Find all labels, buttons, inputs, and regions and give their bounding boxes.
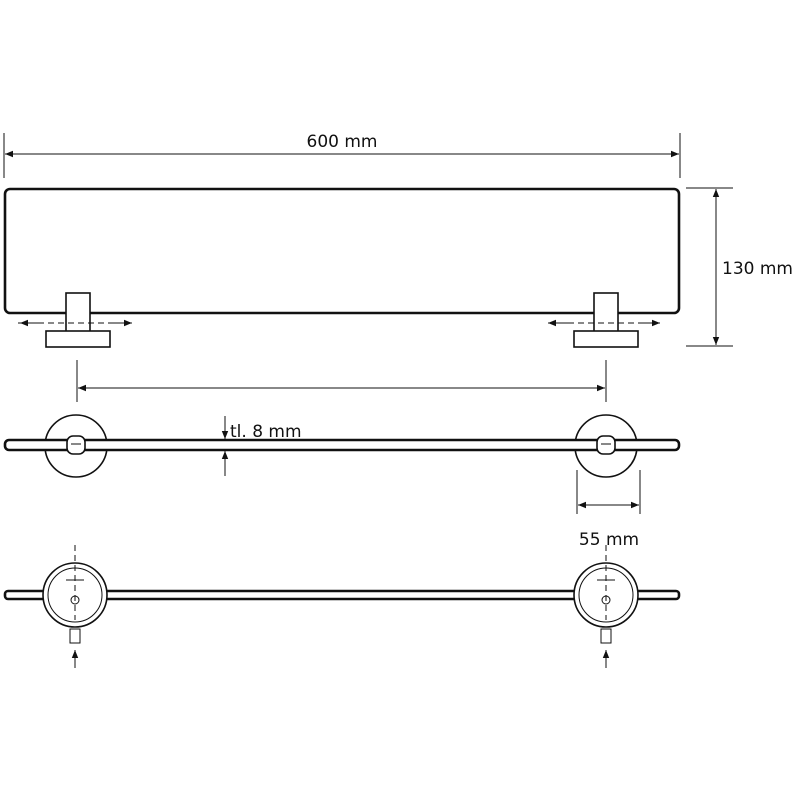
bracket-left-clamp bbox=[66, 435, 86, 455]
bottom-view bbox=[3, 545, 681, 668]
bracket-right-clamp bbox=[596, 435, 616, 455]
glass-shelf-panel bbox=[3, 187, 681, 315]
bracket-label: 55 mm bbox=[579, 530, 639, 550]
mount-left-screw-hole bbox=[70, 595, 80, 605]
glass-shelf-edge bbox=[3, 438, 681, 452]
top-view bbox=[3, 414, 681, 478]
mount-left-dowel bbox=[69, 628, 81, 644]
width-dimension: 600 mm bbox=[3, 132, 681, 178]
bracket-diameter-dimension: 55 mm bbox=[576, 470, 641, 550]
bracket-right-post bbox=[593, 292, 619, 333]
mount-right bbox=[573, 545, 639, 668]
mount-right-dowel bbox=[600, 628, 612, 644]
mount-right-screw-hole bbox=[601, 595, 611, 605]
bracket-left-front bbox=[18, 292, 132, 348]
bracket-left-base bbox=[45, 330, 111, 348]
thickness-label: tl. 8 mm bbox=[230, 422, 302, 442]
bracket-spacing-dimension bbox=[76, 360, 607, 402]
bracket-right-base bbox=[573, 330, 639, 348]
bracket-right-front bbox=[548, 292, 660, 348]
mount-left bbox=[42, 545, 108, 668]
thickness-dimension: tl. 8 mm bbox=[221, 416, 302, 476]
width-label: 600 mm bbox=[307, 132, 378, 152]
height-dimension: 130 mm bbox=[686, 187, 793, 347]
front-view bbox=[3, 187, 681, 348]
height-label: 130 mm bbox=[722, 259, 793, 279]
glass-shelf-bottom-edge bbox=[3, 589, 681, 601]
bracket-left-post bbox=[65, 292, 91, 333]
